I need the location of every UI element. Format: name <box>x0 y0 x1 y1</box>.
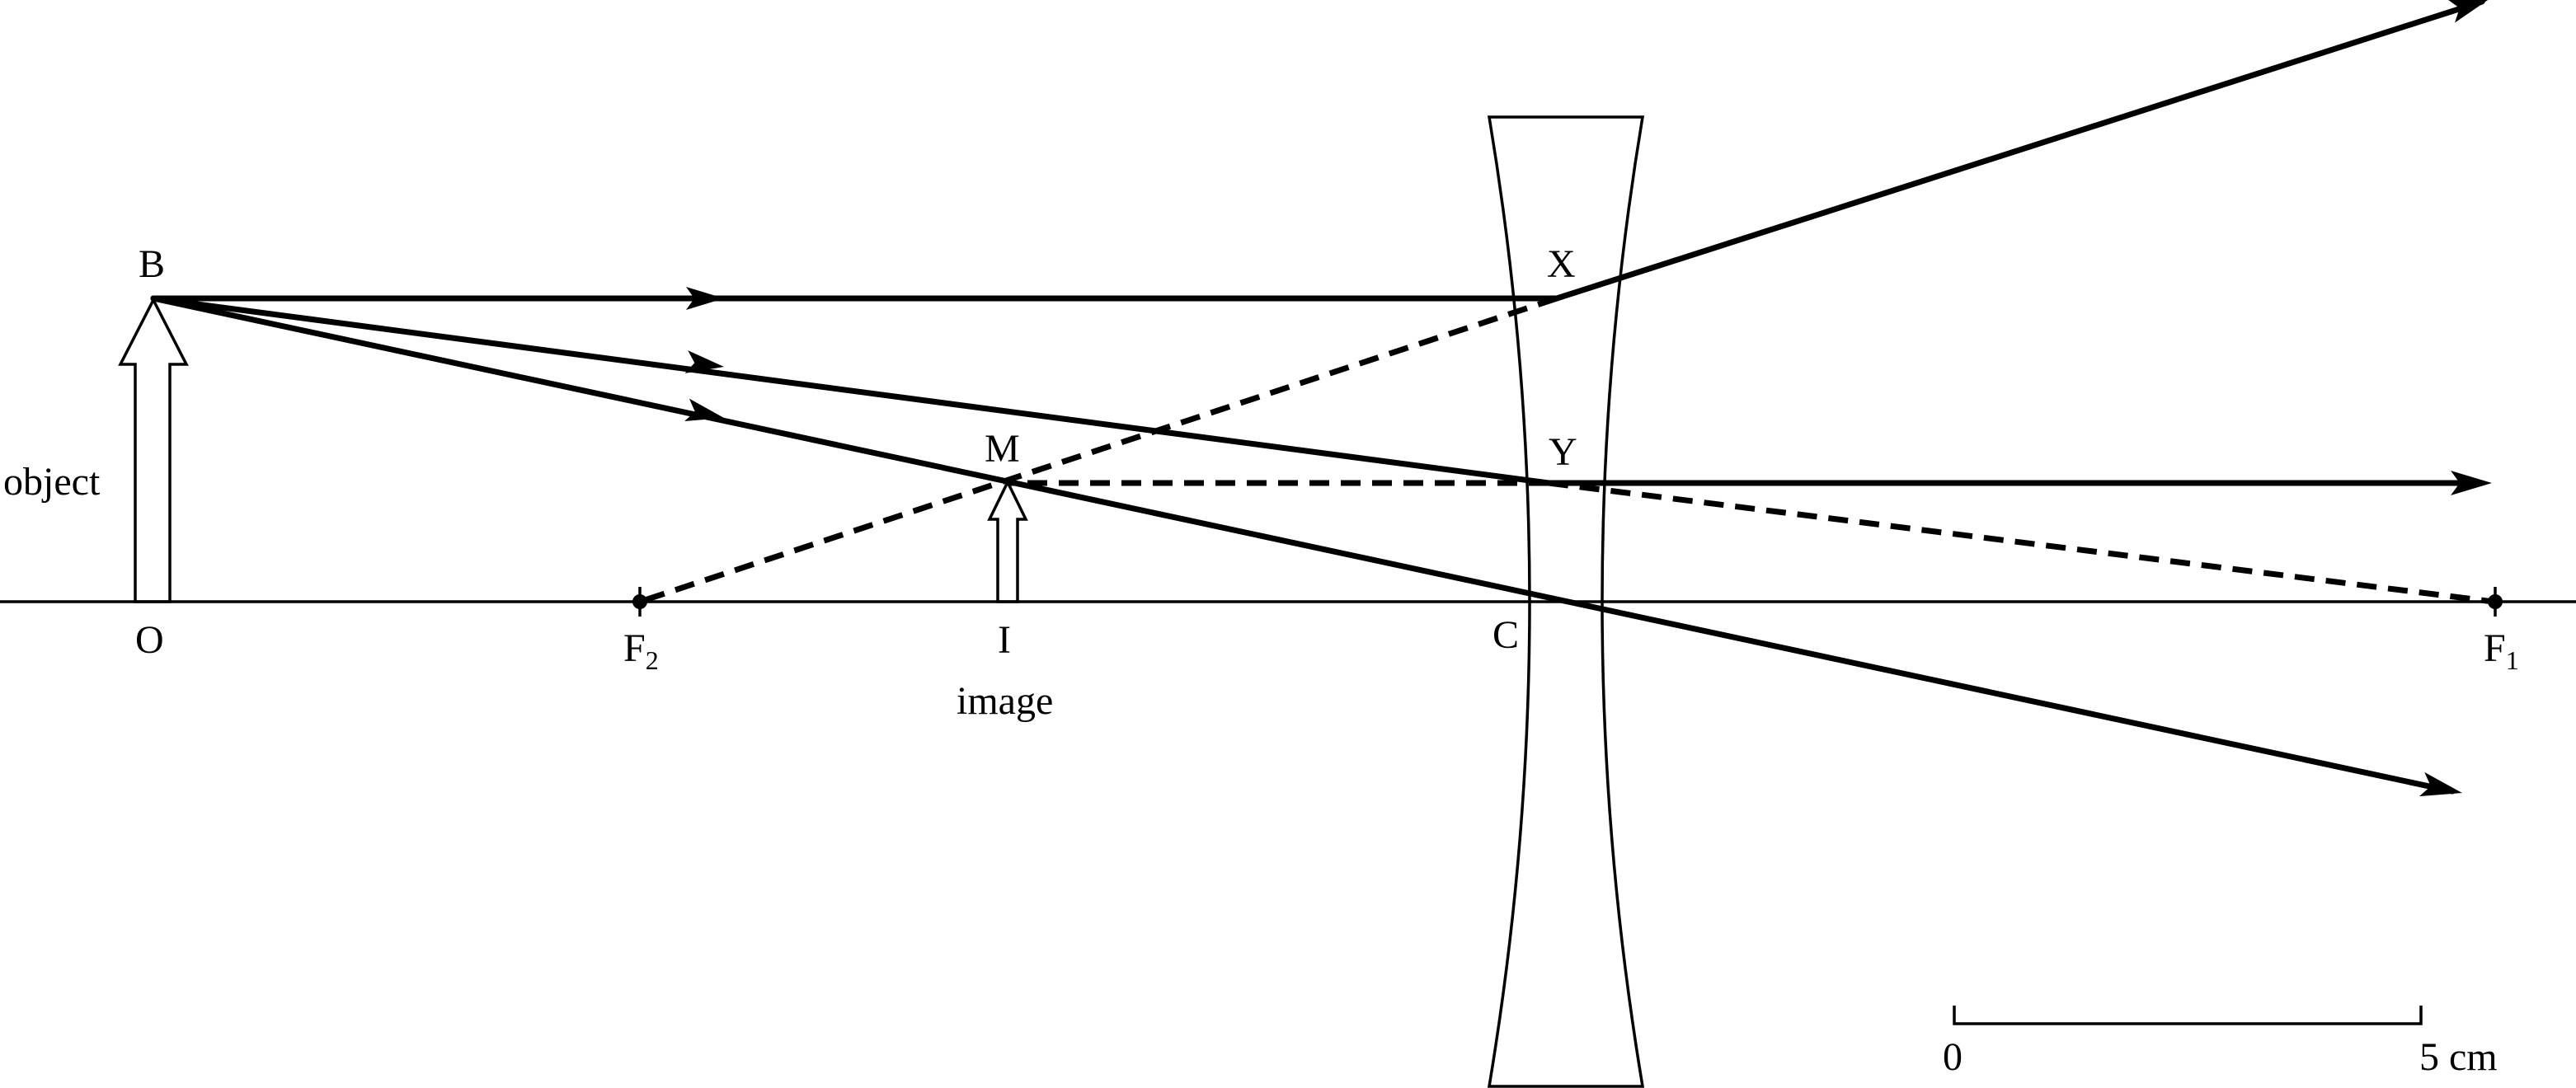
label-X: X <box>1547 242 1576 286</box>
image-arrow <box>987 479 1028 603</box>
concave-lens <box>1487 115 1645 1088</box>
label-F1: F1 <box>2484 626 2519 675</box>
ray-2-incident <box>150 295 1552 486</box>
object-arrow <box>118 297 189 603</box>
ray-3-exit-arrowhead <box>2419 771 2462 797</box>
label-object: object <box>3 460 101 504</box>
ray-1-incident-arrowhead <box>686 287 724 310</box>
scale-bar <box>1953 1006 2423 1025</box>
label-B: B <box>139 242 165 286</box>
label-C: C <box>1492 613 1519 657</box>
ray-2-virtual-extension-to-F1 <box>1548 480 2494 605</box>
label-image: image <box>957 679 1053 723</box>
scale-bar-start-label: 0 <box>1943 1035 1963 1079</box>
ray-3-incident-arrowhead <box>684 398 724 422</box>
ray-2-incident-arrowhead <box>684 350 724 373</box>
label-Y: Y <box>1549 430 1577 474</box>
ray-1-exit-arrowhead <box>2447 0 2490 23</box>
ray-1-refracted <box>1554 0 2485 302</box>
ray-3 <box>150 295 2456 795</box>
ray-1-virtual-extension <box>638 295 1558 605</box>
label-I: I <box>998 618 1011 662</box>
label-F2: F2 <box>623 626 659 675</box>
ray-2-exit-arrowhead <box>2451 471 2492 495</box>
F1-point <box>2488 594 2503 609</box>
scale-bar-end-label: 5 cm <box>2419 1035 2498 1079</box>
label-M: M <box>985 427 1020 471</box>
label-O: O <box>135 618 164 662</box>
F2-point <box>632 594 647 609</box>
